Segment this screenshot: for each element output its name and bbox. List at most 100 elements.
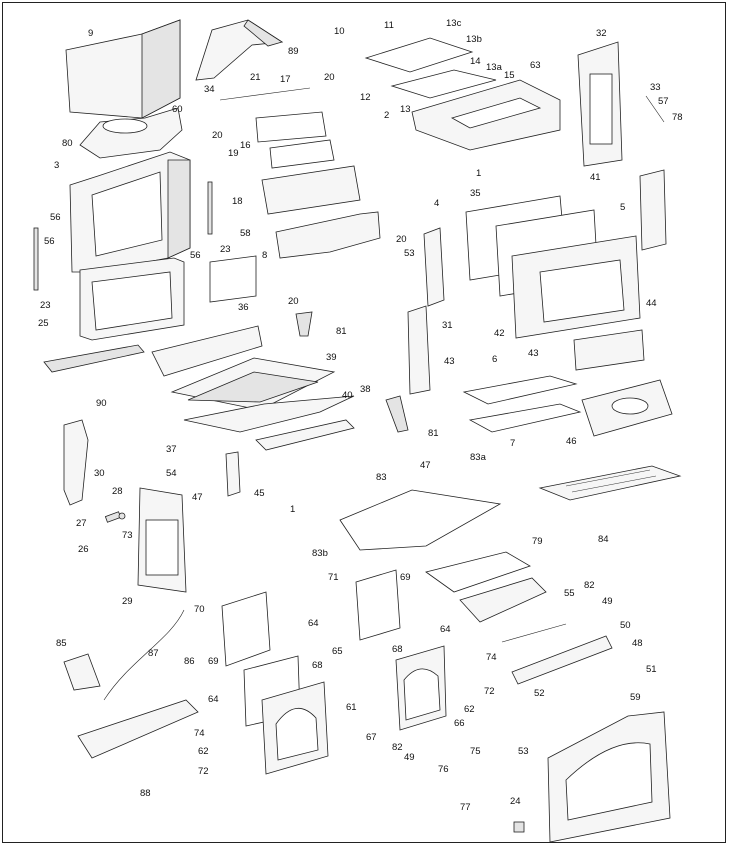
callout-67: 67	[366, 732, 377, 743]
callout-82a: 82	[584, 580, 595, 591]
part-tray	[573, 329, 645, 371]
part-glass-frames	[219, 87, 335, 169]
part-plate-7	[468, 403, 582, 433]
callout-71: 71	[328, 572, 339, 583]
callout-55: 55	[564, 588, 575, 599]
callout-68a: 68	[392, 644, 403, 655]
callout-20b: 20	[212, 130, 223, 141]
callout-83b: 83b	[312, 548, 328, 559]
callout-35: 35	[470, 188, 481, 199]
callout-54: 54	[166, 468, 177, 479]
part-heat-shield	[195, 19, 284, 81]
part-plate-6	[462, 375, 578, 405]
callout-86: 86	[184, 656, 195, 667]
part-rod-78	[645, 95, 665, 123]
part-ash-drawer	[425, 551, 547, 623]
callout-72a: 72	[484, 686, 495, 697]
callout-46: 46	[566, 436, 577, 447]
callout-58: 58	[240, 228, 251, 239]
callout-37: 37	[166, 444, 177, 455]
part-cable	[103, 609, 185, 701]
callout-78: 78	[672, 112, 683, 123]
part-glass-stack	[465, 195, 641, 339]
callout-26: 26	[78, 544, 89, 555]
callout-60: 60	[172, 104, 183, 115]
part-clip	[513, 821, 525, 833]
part-glass-71	[355, 569, 401, 641]
callout-74b: 74	[194, 728, 205, 739]
callout-5: 5	[620, 202, 625, 213]
callout-61: 61	[346, 702, 357, 713]
callout-13c: 13c	[446, 18, 462, 29]
part-front-lip	[255, 419, 355, 451]
part-door-61	[261, 681, 329, 775]
callout-79: 79	[532, 536, 543, 547]
callout-77: 77	[460, 802, 471, 813]
callout-76: 76	[438, 764, 449, 775]
callout-13a: 13a	[486, 62, 503, 73]
callout-39: 39	[326, 352, 337, 363]
callout-7: 7	[510, 438, 515, 449]
callout-21: 21	[250, 72, 261, 83]
part-ash-pan-cover	[339, 489, 502, 551]
part-rear-panel	[577, 41, 623, 167]
part-back-panel	[65, 19, 183, 159]
callout-20c: 20	[396, 234, 407, 245]
part-side-leg	[63, 419, 89, 506]
part-air-base	[77, 699, 199, 759]
callout-23b: 23	[220, 244, 231, 255]
part-grate	[538, 465, 682, 501]
callout-34: 34	[204, 84, 215, 95]
callout-75: 75	[470, 746, 481, 757]
callout-69b: 69	[208, 656, 219, 667]
callout-44: 44	[646, 298, 657, 309]
callout-45: 45	[254, 488, 265, 499]
callout-69a: 69	[400, 572, 411, 583]
callout-62b: 62	[198, 746, 209, 757]
part-handle-knob	[118, 512, 126, 520]
part-door-large	[137, 487, 187, 593]
callout-42: 42	[494, 328, 505, 339]
callout-13b: 13b	[466, 34, 482, 45]
part-front-59	[547, 711, 671, 843]
callout-18: 18	[232, 196, 243, 207]
part-side-board	[639, 169, 667, 251]
callout-41: 41	[590, 172, 601, 183]
callout-20d: 20	[288, 296, 299, 307]
callout-40: 40	[342, 390, 353, 401]
callout-9: 9	[88, 28, 93, 39]
part-ash-pan	[170, 357, 355, 433]
callout-72b: 72	[198, 766, 209, 777]
callout-31: 31	[442, 320, 453, 331]
callout-53: 53	[404, 248, 415, 259]
callout-1b: 1	[290, 504, 295, 515]
part-glass-70	[221, 591, 271, 667]
callout-83a: 83a	[470, 452, 487, 463]
callout-11: 11	[384, 20, 394, 31]
callout-51: 51	[646, 664, 657, 675]
part-rod-right	[207, 181, 213, 235]
part-grille	[43, 344, 145, 373]
callout-13: 13	[400, 104, 411, 115]
part-plate	[209, 255, 257, 303]
callout-25: 25	[38, 318, 49, 329]
part-insert-frame	[261, 165, 361, 215]
callout-47a: 47	[420, 460, 431, 471]
callout-32: 32	[596, 28, 607, 39]
callout-90: 90	[96, 398, 107, 409]
callout-53b: 53	[518, 746, 529, 757]
part-bracket-81b	[385, 395, 409, 433]
part-thermostat	[63, 653, 101, 691]
callout-49b: 49	[404, 752, 415, 763]
callout-4: 4	[434, 198, 439, 209]
callout-63: 63	[530, 60, 541, 71]
callout-66: 66	[454, 718, 465, 729]
callout-68b: 68	[312, 660, 323, 671]
callout-73: 73	[122, 530, 133, 541]
callout-85: 85	[56, 638, 67, 649]
part-bar-55	[501, 623, 567, 643]
callout-83: 83	[376, 472, 387, 483]
callout-17: 17	[280, 74, 291, 85]
part-leg	[225, 451, 241, 497]
